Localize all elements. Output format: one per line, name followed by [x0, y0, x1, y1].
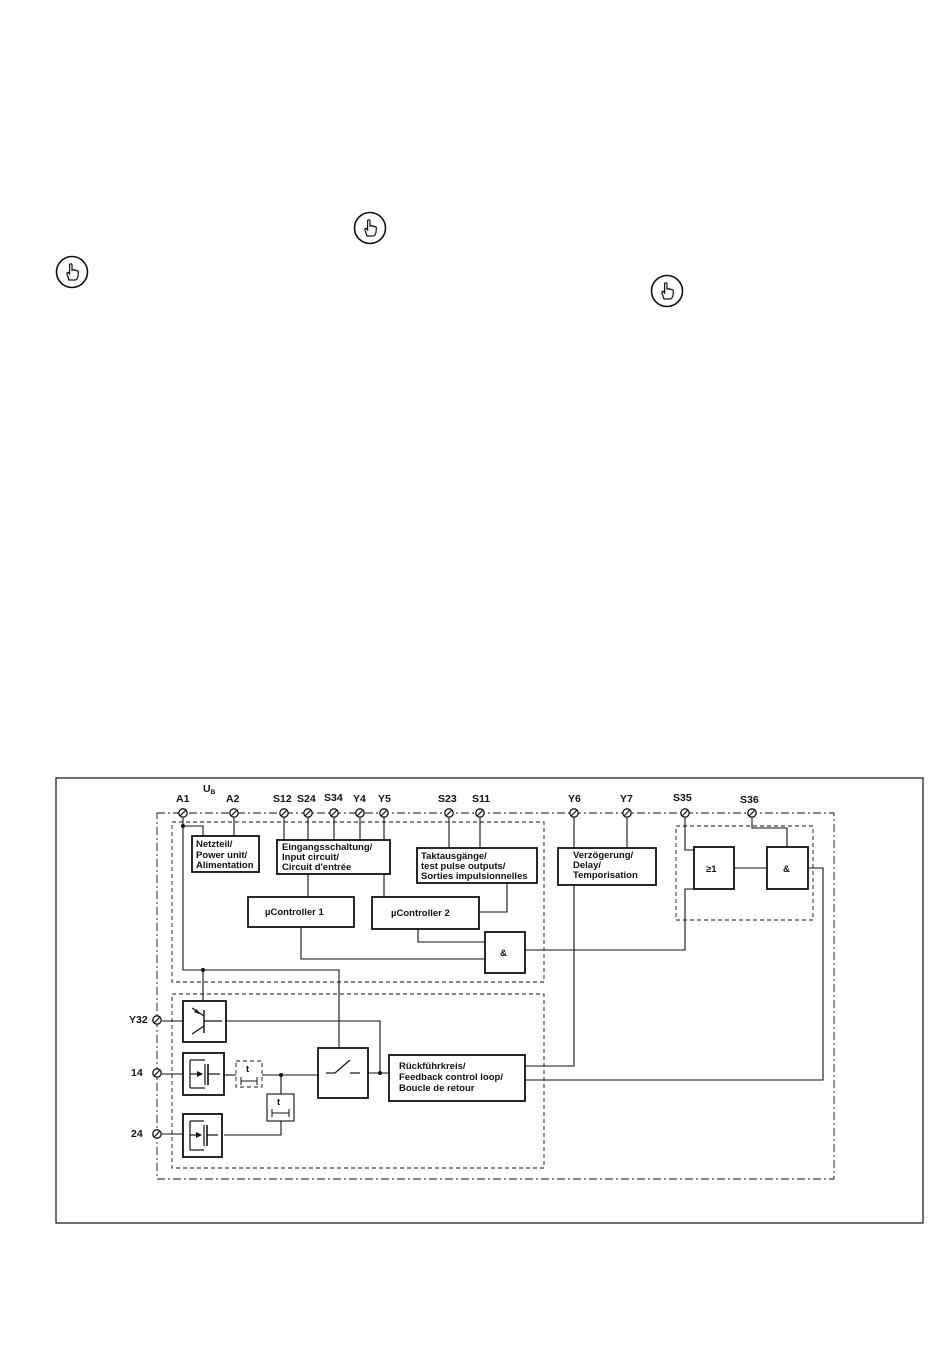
terminal-y5-label: Y5 [378, 793, 391, 805]
relay-switch-symbol [317, 1047, 369, 1099]
terminal-s12-label: S12 [273, 793, 292, 805]
svg-text:Input circuit/: Input circuit/ [282, 852, 339, 863]
mosfet-24-symbol [182, 1113, 223, 1158]
svg-text:&: & [783, 864, 790, 875]
svg-text:Boucle de retour: Boucle de retour [399, 1083, 475, 1094]
and-gate-2: & [766, 846, 809, 890]
terminal-y4-label: Y4 [353, 793, 366, 805]
terminal-a1-label: A1 [176, 793, 190, 805]
terminal-y32-label: Y32 [129, 1014, 148, 1026]
transistor-y32-symbol [182, 1000, 227, 1043]
terminal-s24-label: S24 [297, 793, 316, 805]
logic-region [171, 821, 545, 983]
terminal-24-label: 24 [131, 1128, 143, 1140]
svg-text:Taktausgänge/: Taktausgänge/ [421, 851, 487, 862]
terminal-s35-label: S35 [673, 792, 692, 804]
timer-1-block: t [235, 1060, 263, 1088]
delay-block: Verzögerung/ Delay/ Temporisation [557, 847, 657, 886]
svg-text:µController 2: µController 2 [391, 908, 450, 919]
svg-text:Circuit d'entrée: Circuit d'entrée [282, 862, 351, 873]
terminal-screws [152, 808, 757, 1139]
ub-label: UB [203, 783, 216, 796]
hand-pointer-icon [353, 211, 387, 245]
hand-pointer-icon [650, 274, 684, 308]
timer-2-block: t [266, 1093, 295, 1122]
svg-text:Temporisation: Temporisation [573, 870, 638, 881]
terminal-a2-label: A2 [226, 793, 240, 805]
terminal-y7-label: Y7 [620, 793, 633, 805]
svg-text:t: t [277, 1097, 281, 1108]
svg-text:Rückführkreis/: Rückführkreis/ [399, 1061, 466, 1072]
power-unit-block: Netzteil/ Power unit/ Alimentation [191, 835, 260, 873]
diagram-frame [55, 777, 924, 1224]
svg-text:Delay/: Delay/ [573, 860, 601, 871]
wiring [162, 818, 824, 1136]
test-pulse-outputs-block: Taktausgänge/ test pulse outputs/ Sortie… [416, 847, 538, 884]
device-boundary [156, 812, 835, 1180]
or-gate: ≥1 [693, 846, 735, 890]
svg-text:&: & [500, 948, 507, 959]
svg-text:Power unit/: Power unit/ [196, 850, 248, 861]
and-gate-1: & [484, 931, 526, 974]
svg-text:Alimentation: Alimentation [196, 860, 254, 871]
microcontroller-2-block: µController 2 [371, 896, 480, 930]
mosfet-14-symbol [182, 1052, 225, 1096]
feedback-loop-block: Rückführkreis/ Feedback control loop/ Bo… [388, 1054, 526, 1102]
terminal-s34-label: S34 [324, 792, 343, 804]
microcontroller-1-block: µController 1 [247, 896, 355, 928]
svg-text:≥1: ≥1 [706, 864, 717, 875]
terminal-y6-label: Y6 [568, 793, 581, 805]
svg-text:Sorties impulsionnelles: Sorties impulsionnelles [421, 871, 528, 882]
svg-text:Verzögerung/: Verzögerung/ [573, 850, 634, 861]
svg-text:Eingangsschaltung/: Eingangsschaltung/ [282, 842, 373, 853]
hand-pointer-icon [55, 255, 89, 289]
svg-text:Netzteil/: Netzteil/ [196, 839, 233, 850]
svg-text:test pulse outputs/: test pulse outputs/ [421, 861, 506, 872]
svg-text:µController 1: µController 1 [265, 907, 325, 918]
svg-text:Feedback control loop/: Feedback control loop/ [399, 1072, 503, 1083]
terminal-s36-label: S36 [740, 794, 759, 806]
terminal-14-label: 14 [131, 1067, 143, 1079]
output-region [171, 993, 545, 1169]
terminal-s11-label: S11 [472, 793, 490, 805]
input-circuit-block: Eingangsschaltung/ Input circuit/ Circui… [276, 839, 391, 875]
svg-text:t: t [246, 1064, 250, 1075]
terminal-s23-label: S23 [438, 793, 457, 805]
start-region [675, 825, 814, 921]
